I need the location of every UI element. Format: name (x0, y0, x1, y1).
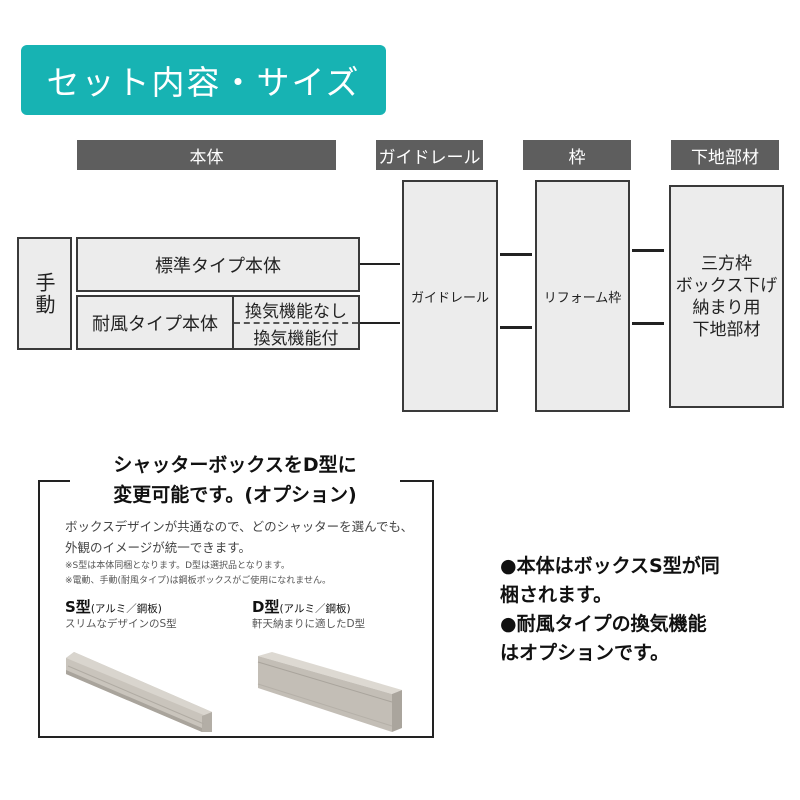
reform-frame-label: リフォーム枠 (543, 290, 622, 306)
bullet-line: ●本体はボックスS型が同 (500, 555, 720, 577)
guide-rail-box: ガイドレール (402, 180, 498, 412)
base-material-line: ボックス下げ (675, 275, 778, 296)
bullet-line: はオプションです。 (500, 642, 670, 664)
option-title-line2: 変更可能です。(オプション) (113, 484, 357, 506)
guide-rail-label: ガイドレール (410, 290, 489, 306)
bullet-line: ●耐風タイプの換気機能 (500, 613, 707, 635)
d-type-material: (アルミ／鋼板) (279, 603, 351, 615)
s-type-name: S型 (65, 598, 91, 616)
s-type-material: (アルミ／鋼板) (90, 603, 162, 615)
description-line: 外観のイメージが統一できます。 (65, 540, 252, 555)
note-line: ※電動、手動(耐風タイプ)は鋼板ボックスがご使用になれません。 (65, 576, 332, 586)
d-type-heading: D型(アルミ／鋼板) (252, 596, 351, 617)
note-line: ※S型は本体同梱となります。D型は選択品となります。 (65, 561, 290, 571)
base-material-line: 下地部材 (692, 319, 761, 340)
base-material-line: 納まり用 (692, 297, 761, 318)
connector-line (500, 253, 532, 256)
option-description: ボックスデザインが共通なので、どのシャッターを選んでも、 外観のイメージが統一で… (65, 516, 430, 558)
operation-label: 手動 (32, 271, 56, 316)
option-notes: ※S型は本体同梱となります。D型は選択品となります。 ※電動、手動(耐風タイプ)… (65, 559, 430, 589)
d-type-name: D型 (252, 598, 280, 616)
operation-box: 手動 (17, 237, 72, 350)
windproof-body-box: 耐風タイプ本体 (76, 295, 234, 350)
standard-body-label: 標準タイプ本体 (155, 255, 281, 277)
vent-with-label: 換気機能付 (234, 322, 358, 349)
connector-line (632, 249, 664, 252)
s-type-box-image (66, 652, 212, 732)
bullet-line: 梱されます。 (500, 584, 613, 606)
page-title: セット内容・サイズ (21, 45, 386, 115)
connector-line (500, 326, 532, 329)
bullet-notes: ●本体はボックスS型が同 梱されます。 ●耐風タイプの換気機能 はオプションです… (500, 552, 770, 668)
description-line: ボックスデザインが共通なので、どのシャッターを選んでも、 (65, 519, 414, 534)
header-guide-rail: ガイドレール (376, 140, 483, 170)
base-material-box: 三方枠 ボックス下げ 納まり用 下地部材 (669, 185, 784, 408)
base-material-line: 三方枠 (701, 253, 752, 274)
connector-line (360, 322, 400, 324)
connector-line (632, 322, 664, 325)
s-type-desc: スリムなデザインのS型 (65, 618, 177, 630)
option-title: シャッターボックスをD型に 変更可能です。(オプション) (70, 450, 400, 510)
d-type-desc: 軒天納まりに適したD型 (252, 618, 366, 630)
s-type-heading: S型(アルミ／鋼板) (65, 596, 162, 617)
ventilation-options-box: 換気機能なし 換気機能付 (232, 295, 360, 350)
standard-body-box: 標準タイプ本体 (76, 237, 360, 292)
windproof-body-label: 耐風タイプ本体 (92, 313, 218, 335)
reform-frame-box: リフォーム枠 (535, 180, 630, 412)
d-type-box-image (257, 652, 402, 732)
vent-none-label: 換気機能なし (245, 302, 347, 322)
connector-line (360, 263, 400, 265)
header-base-material: 下地部材 (671, 140, 779, 170)
option-title-line1: シャッターボックスをD型に (113, 454, 357, 476)
header-body: 本体 (77, 140, 336, 170)
header-frame: 枠 (523, 140, 631, 170)
